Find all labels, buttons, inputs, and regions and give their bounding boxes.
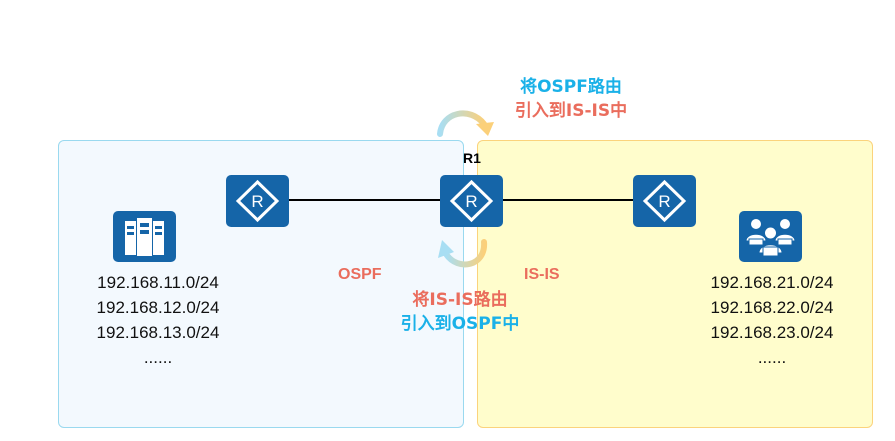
- svg-text:R: R: [465, 192, 477, 211]
- right-network-list: 192.168.21.0/24 192.168.22.0/24 192.168.…: [684, 270, 860, 370]
- network-item: ......: [757, 348, 787, 367]
- left-network-list: 192.168.11.0/24 192.168.12.0/24 192.168.…: [70, 270, 246, 370]
- users-icon: [745, 218, 796, 257]
- router-r1[interactable]: R: [440, 175, 503, 227]
- redistribute-isis-to-ospf-arrow: [438, 239, 488, 268]
- router-icon: R: [235, 179, 280, 223]
- note-bottom-line1: 将IS-IS路由: [412, 290, 508, 310]
- network-item: 192.168.13.0/24: [96, 323, 220, 342]
- network-item: 192.168.22.0/24: [710, 298, 834, 317]
- note-isis-to-ospf: 将IS-IS路由 引入到OSPF中: [385, 288, 535, 336]
- router-right[interactable]: R: [633, 175, 696, 227]
- svg-text:R: R: [658, 192, 670, 211]
- note-top-line2: 引入到IS-IS中: [514, 101, 628, 121]
- server-device[interactable]: [113, 211, 176, 262]
- users-device[interactable]: [739, 211, 802, 262]
- router-icon: R: [642, 179, 687, 223]
- link-r1-right: [503, 199, 633, 201]
- router-left[interactable]: R: [226, 175, 289, 227]
- redistribute-ospf-to-isis-arrow: [437, 110, 494, 137]
- network-item: 192.168.11.0/24: [97, 273, 219, 292]
- note-bottom-line2: 引入到OSPF中: [400, 314, 520, 334]
- network-item: 192.168.12.0/24: [96, 298, 220, 317]
- isis-label: IS-IS: [524, 266, 560, 283]
- link-left-r1: [288, 199, 440, 201]
- network-item: ......: [143, 348, 173, 367]
- note-ospf-to-isis: 将OSPF路由 引入到IS-IS中: [496, 75, 646, 123]
- network-item: 192.168.21.0/24: [710, 273, 834, 292]
- router-r1-label: R1: [463, 150, 481, 166]
- note-top-line1: 将OSPF路由: [520, 77, 622, 97]
- svg-text:R: R: [251, 192, 263, 211]
- router-icon: R: [449, 179, 494, 223]
- server-icon: [125, 218, 164, 256]
- ospf-label: OSPF: [338, 266, 382, 283]
- network-item: 192.168.23.0/24: [710, 323, 834, 342]
